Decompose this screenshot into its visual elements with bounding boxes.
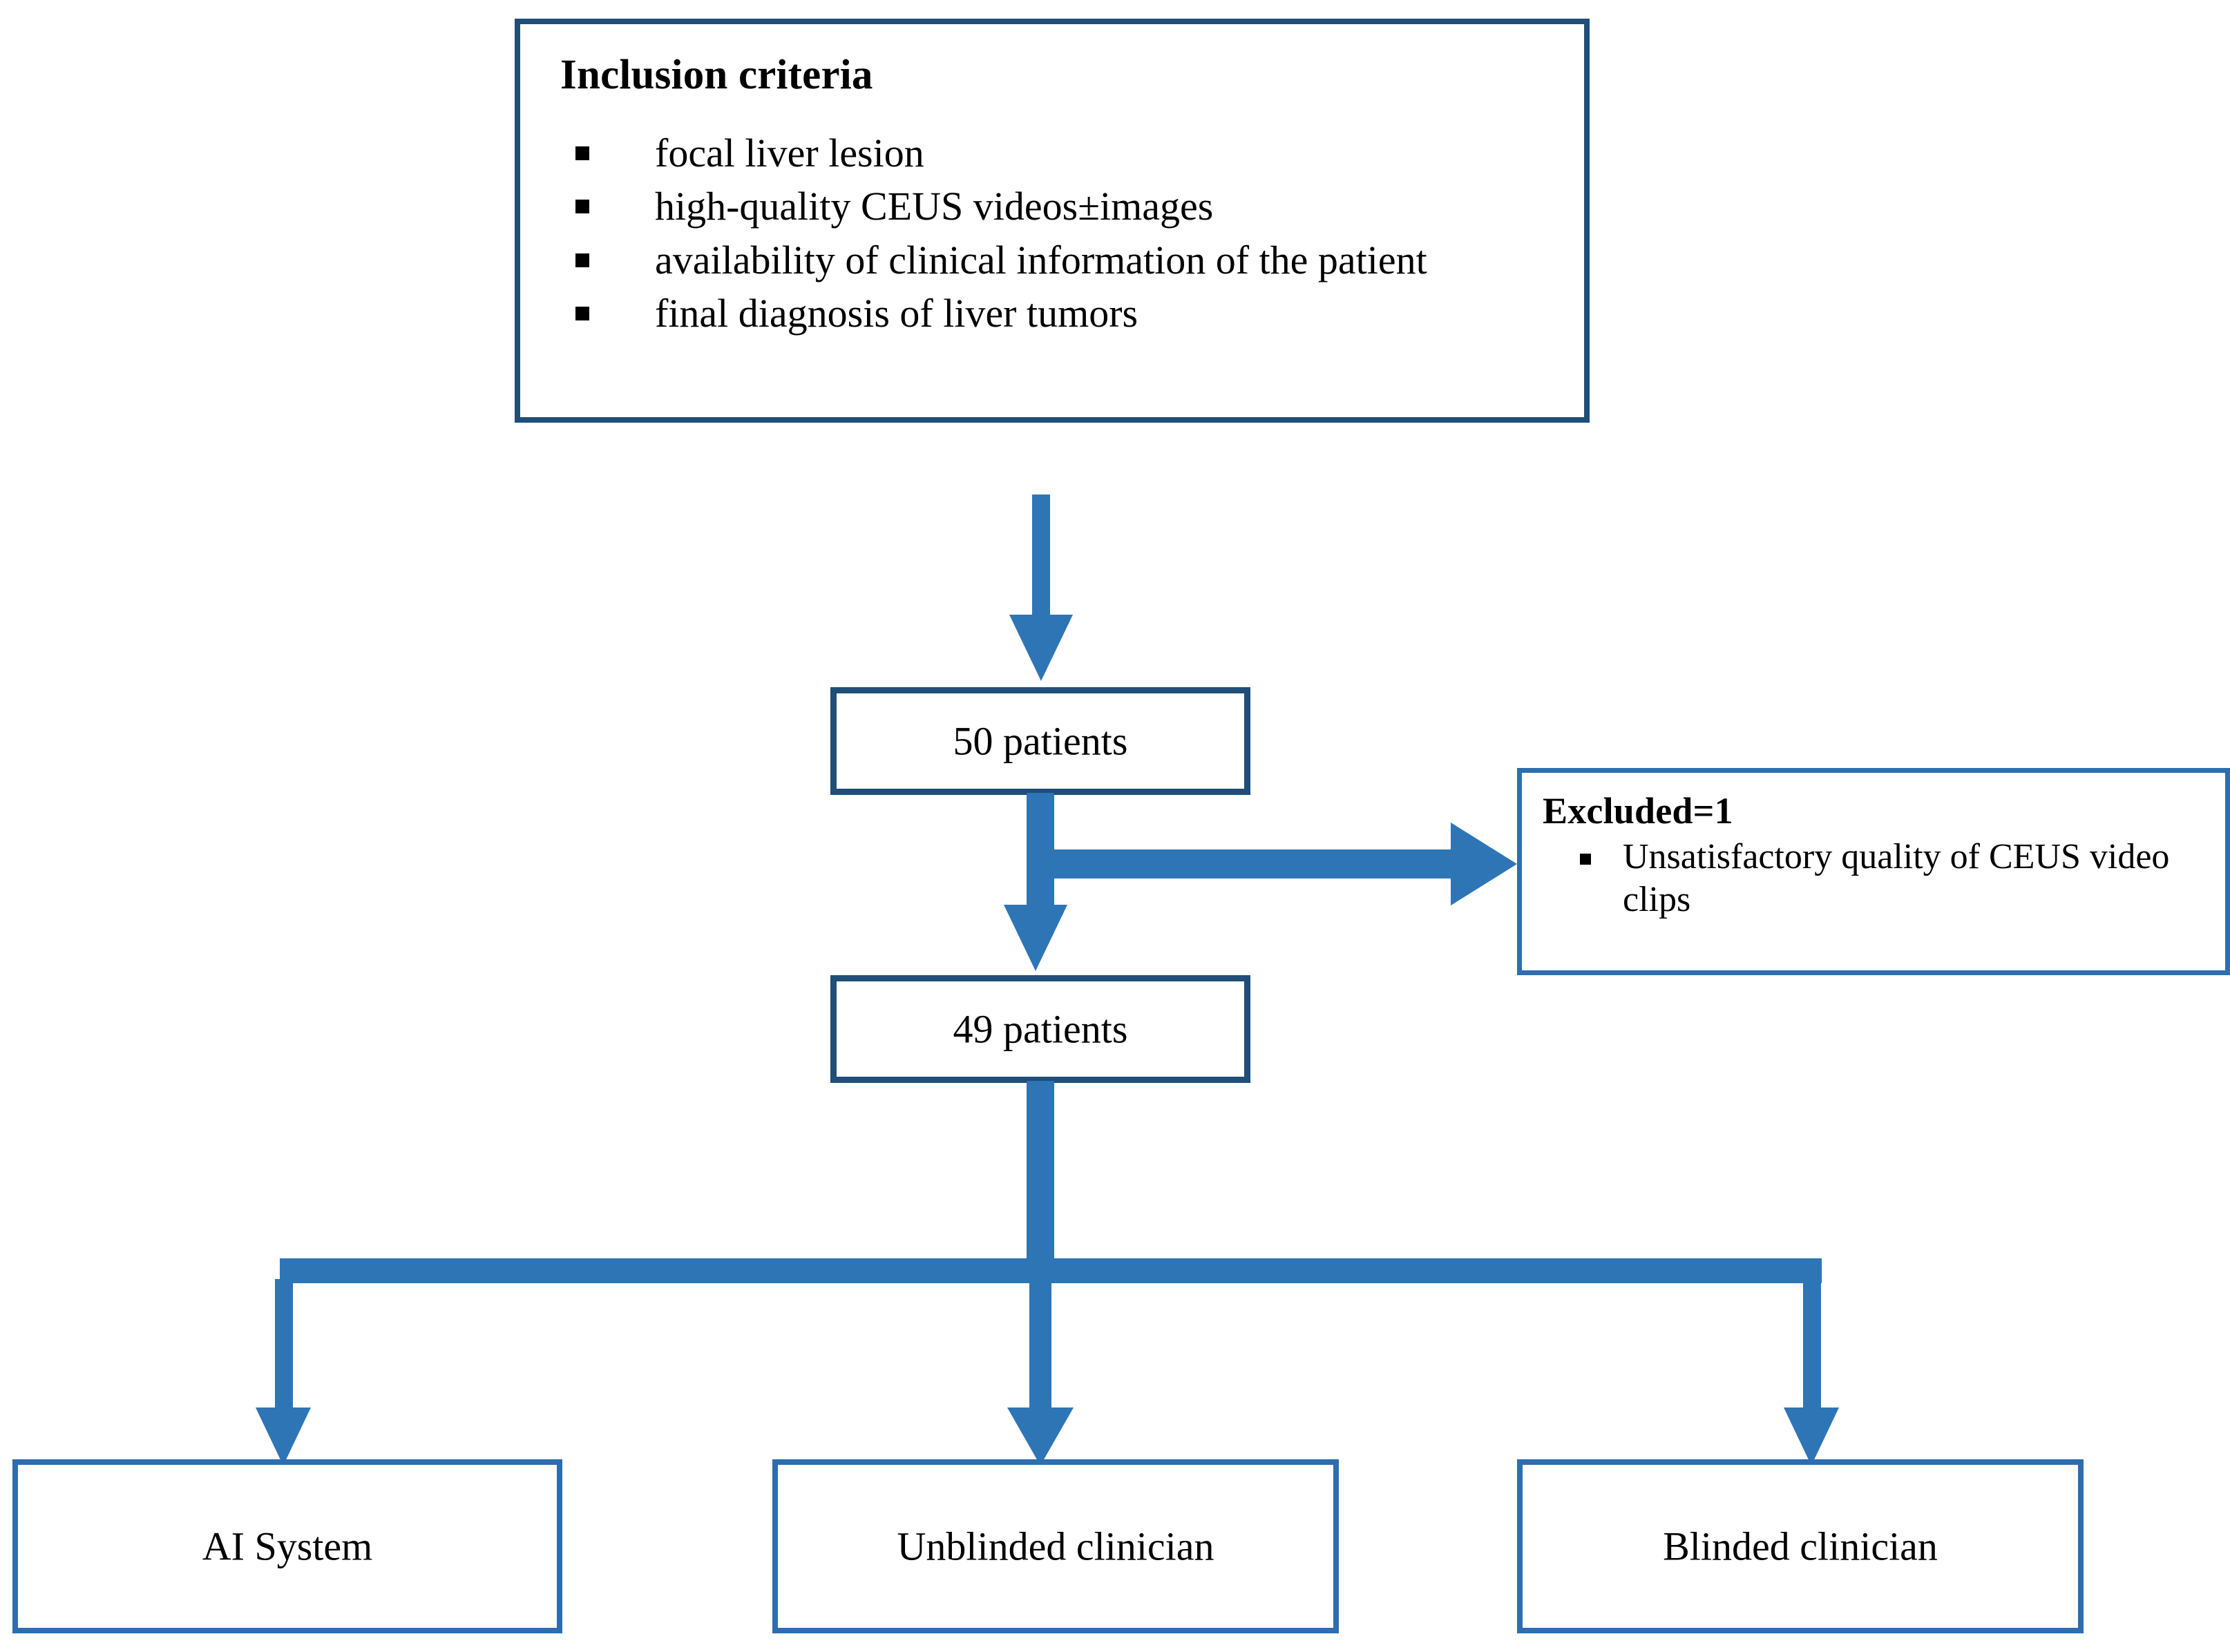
inclusion-criteria-list: focal liver lesion high-quality CEUS vid… [548,127,1556,340]
list-item-label: Unsatisfactory quality of CEUS video cli… [1623,837,2170,919]
outcome-label: Blinded clinician [1663,1524,1938,1569]
arrow-right-icon [1027,849,1462,878]
outcome-box-ai-system: AI System [12,1459,562,1633]
arrow-down-icon [1784,1408,1839,1466]
list-item: Unsatisfactory quality of CEUS video cli… [1538,836,2209,921]
square-bullet-icon [575,146,589,161]
arrow-down-icon [1004,905,1067,971]
list-item-label: high-quality CEUS videos±images [655,184,1214,229]
list-item-label: focal liver lesion [655,131,924,176]
square-bullet-icon [575,200,589,214]
cohort-initial-label: 50 patients [953,718,1128,764]
arrow-down-icon [1009,615,1073,681]
square-bullet-icon [575,307,589,321]
outcome-box-unblinded-clinician: Unblinded clinician [772,1459,1339,1633]
arrow-down-icon [1027,1081,1054,1281]
list-item-label: final diagnosis of liver tumors [655,291,1138,336]
outcome-box-blinded-clinician: Blinded clinician [1517,1459,2084,1633]
arrow-down-icon [1029,1279,1051,1414]
arrow-down-icon [1007,1408,1074,1466]
inclusion-criteria-box: Inclusion criteria focal liver lesion hi… [515,19,1590,423]
list-item-label: availability of clinical information of … [655,237,1427,282]
square-bullet-icon [575,253,589,267]
arrow-down-icon [275,1279,293,1414]
list-item: final diagnosis of liver tumors [548,287,1556,339]
cohort-final-label: 49 patients [953,1006,1128,1052]
arrow-down-icon [1803,1279,1821,1414]
cohort-final-box: 49 patients [830,975,1250,1083]
excluded-box: Excluded=1 Unsatisfactory quality of CEU… [1517,768,2230,975]
list-item: focal liver lesion [548,127,1556,179]
arrow-down-icon [1032,494,1050,619]
excluded-reason-list: Unsatisfactory quality of CEUS video cli… [1538,836,2209,921]
arrow-right-icon [1451,823,1517,905]
outcome-label: AI System [202,1524,373,1569]
cohort-initial-box: 50 patients [830,687,1250,795]
list-item: high-quality CEUS videos±images [548,180,1556,232]
arrow-down-icon [256,1408,311,1466]
excluded-title: Excluded=1 [1543,790,1733,832]
outcome-label: Unblinded clinician [897,1524,1214,1569]
square-bullet-icon [1580,854,1591,865]
inclusion-criteria-title: Inclusion criteria [560,52,873,98]
list-item: availability of clinical information of … [548,234,1556,286]
